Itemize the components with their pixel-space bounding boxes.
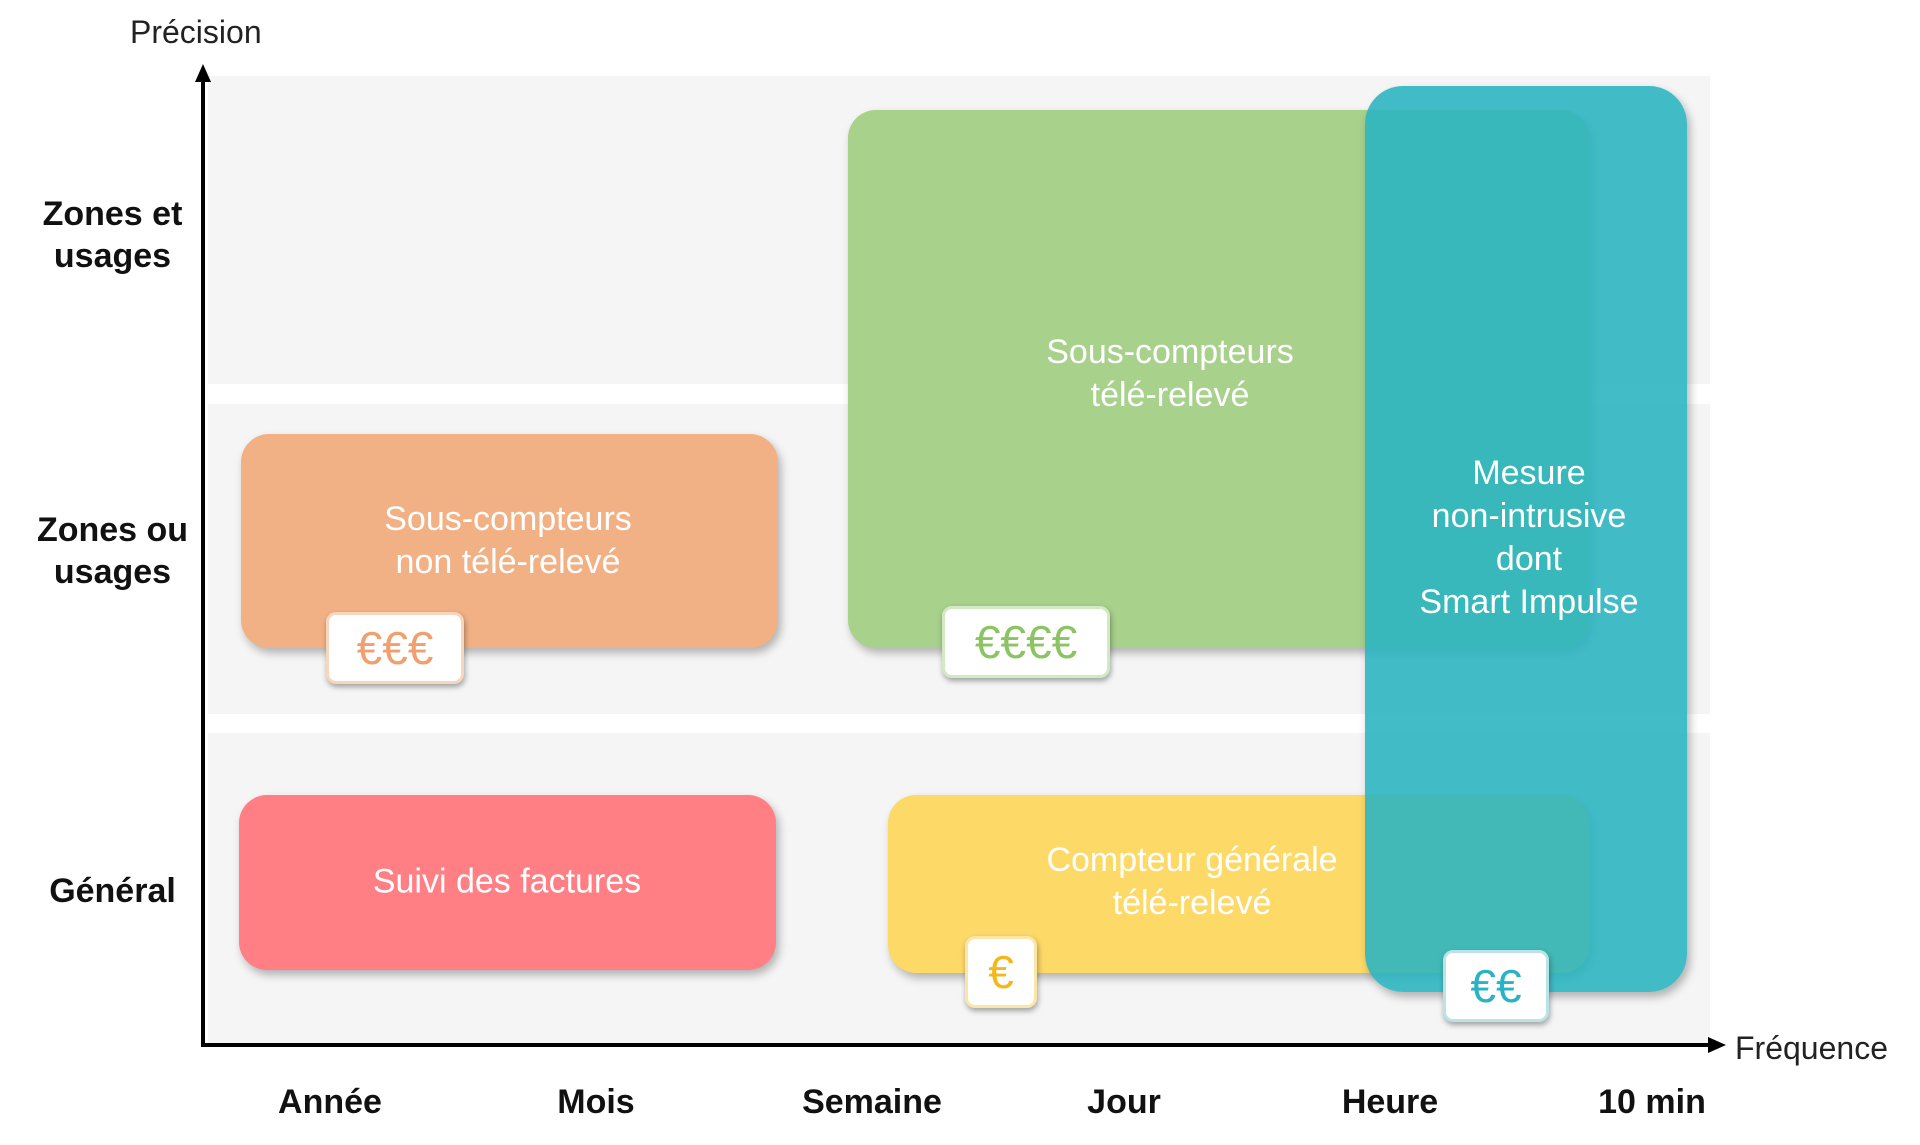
box-label-sous-compteurs-tele-releve: Sous-compteurs télé-relevé bbox=[1046, 333, 1294, 414]
y-level-zones-et-usages: Zones et usages bbox=[42, 195, 183, 275]
x-level-jour: Jour bbox=[1087, 1083, 1161, 1121]
box-mesure-non-intrusive bbox=[1365, 86, 1687, 992]
y-axis-title: Précision bbox=[130, 14, 262, 50]
cost-badge-orange: €€€ bbox=[326, 612, 464, 684]
box-label-mesure-non-intrusive: Mesure non-intrusive dont Smart Impulse bbox=[1419, 454, 1639, 621]
x-level-heure: Heure bbox=[1341, 1083, 1439, 1121]
cost-badge-teal: €€ bbox=[1443, 950, 1549, 1022]
y-level-zones-ou-usages: Zones ou usages bbox=[36, 511, 189, 591]
cost-badge-green: €€€€ bbox=[942, 606, 1110, 678]
x-level-10-min: 10 min bbox=[1598, 1083, 1706, 1121]
y-axis-arrow bbox=[195, 64, 211, 82]
x-axis-title: Fréquence bbox=[1735, 1030, 1888, 1066]
box-suivi-des-factures bbox=[239, 795, 776, 970]
cost-badge-yellow: € bbox=[965, 936, 1037, 1008]
box-label-sous-compteurs-non-tele-releve: Sous-compteurs non télé-relevé bbox=[384, 500, 632, 581]
box-label-suivi-des-factures: Suivi des factures bbox=[372, 862, 642, 901]
y-level-general: Général bbox=[49, 872, 176, 910]
x-axis-arrow bbox=[1708, 1037, 1726, 1053]
x-level-annee: Année bbox=[278, 1083, 382, 1121]
x-level-mois: Mois bbox=[557, 1083, 635, 1121]
box-label-compteur-general-tele-releve: Compteur générale télé-relevé bbox=[1046, 841, 1338, 922]
x-level-semaine: Semaine bbox=[802, 1083, 942, 1121]
